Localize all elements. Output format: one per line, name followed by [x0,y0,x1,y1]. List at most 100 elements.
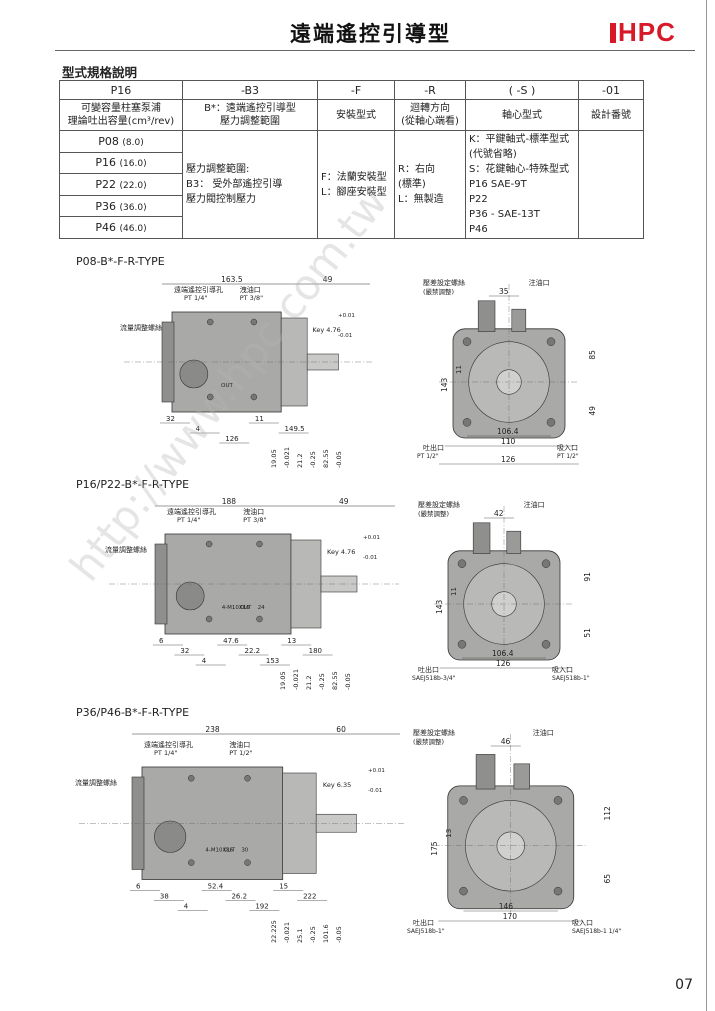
port-label: 洩油口 [240,285,261,294]
dimension-value: 42 [494,509,504,518]
dimension-value: 6 [159,637,164,645]
dimension-value: 163.5 [221,275,243,284]
flange-plate [290,539,322,629]
bolt-head [206,393,214,401]
outlet-label: 吐出口 [418,665,439,674]
dimension-value: 19.05 [270,449,278,468]
fill-port-label: 注油口 [529,278,550,287]
cell-line: (標準) [398,179,426,190]
bolt-head [187,775,195,782]
dimension-value: 52.4 [208,883,224,891]
dimension-value: 46 [501,737,511,746]
inlet-label: SAEJ518b-1 1/4" [572,928,621,935]
dimension-value: 101.6 [322,924,330,943]
dimension-value: -0.021 [283,922,291,943]
diagram-heading: P08-B*-F-R-TYPE [76,255,165,268]
dimension-value: 153 [266,657,279,665]
dimension-value: 126 [501,455,516,464]
tolerance-label: -0.01 [338,333,352,339]
flange-bolt [553,886,563,896]
dimension-value: 15 [279,883,288,891]
dimension-value: 38 [160,893,169,901]
dimension-value: -0.021 [283,447,291,468]
dimension-value: 222 [303,893,316,901]
key-label: Key 4.76 [327,548,355,556]
port-label: 洩油口 [243,507,264,516]
pressure-screw [477,300,496,332]
dimension-value: 65 [603,874,612,884]
key-label: Key 6.35 [323,781,351,789]
cell-line: 迴轉方向 [410,103,450,114]
dimension-value: 49 [323,275,333,284]
size-cell: P46 (46.0) [59,216,183,239]
pressure-screw [475,754,496,790]
adjust-screw-label: 流量調整螺絲 [120,323,162,332]
pressure-screw-label: 壓差設定螺絲 [413,728,455,737]
dimension-value: 106.4 [492,649,514,658]
bolt-head [250,393,258,401]
port-label: PT 3/8" [240,294,263,302]
flange-bolt [462,418,472,427]
outlet-label: 吐出口 [423,443,444,452]
design-no-cell [578,130,644,239]
dimension-value: 85 [588,350,597,360]
dimension-value: -0.021 [292,669,300,690]
cell-line: 壓力閥控制壓力 [186,194,256,205]
outlet-label: SAEJ518b-1" [407,928,445,935]
dimension-value: 143 [435,599,444,614]
dimension-value: 21.2 [296,454,304,468]
cell-line: F：法蘭安裝型 [321,171,387,183]
dimension-value: 143 [440,377,449,392]
body-marking: 4-M10X16 [222,605,250,611]
pressure-screw-label: (嚴禁調整) [423,287,454,296]
dimension-value: -0.25 [318,673,326,690]
section-title: 型式規格說明 [62,65,138,80]
dimension-value: 126 [225,435,239,443]
cell-line: 壓力調整範圍 [220,116,280,127]
dimension-value: 47.6 [223,637,239,645]
dimension-value: -0.05 [335,926,343,943]
cell-line: (從軸心端看) [401,116,459,127]
dimension-value: 149.5 [285,425,305,433]
dimension-value: 82.55 [322,449,330,468]
body-marking: OUT [240,605,252,611]
outlet-label: PT 1/2" [417,453,439,460]
outlet-port [154,820,187,853]
flange-bolt [546,418,556,427]
pressure-screw-label: (嚴禁調整) [413,737,444,746]
pressure-cell: 壓力調整範圍:B3： 受外部遙控引導壓力閥控制壓力 [182,130,318,239]
dimension-value: 170 [503,912,518,921]
cell-line: B*：遠端遙控引導型 [204,103,296,114]
cell-line: R：右向 [398,164,435,175]
code-cell: -R [394,80,466,100]
bolt-head [244,775,251,782]
dimension-value: 112 [603,806,612,821]
fill-port [511,308,527,332]
dimension-value: 51 [583,628,592,638]
pressure-screw [472,522,491,554]
cell-line: P46 [469,224,488,235]
dimension-value: 13 [287,637,296,645]
cell-line: 可變容量柱塞泵浦 [81,103,161,114]
flange-bolt [462,337,472,346]
size-row: P16 (16.0) [59,151,644,175]
port-label: 遠端遙控引導孔 [174,285,223,294]
bolt-head [206,318,214,326]
cell-line: 軸心型式 [502,109,542,121]
fill-port [513,763,530,790]
body-marking: OUT [221,383,233,389]
dimension-value: 238 [205,725,220,734]
size-row: P08 (8.0) 壓力調整範圍:B3： 受外部遙控引導壓力閥控制壓力 F：法蘭… [59,130,644,239]
dimension-value: 19.05 [279,671,287,690]
bolt-head [205,615,213,623]
dimension-value: 35 [499,287,509,296]
tolerance-label: +0.01 [338,313,355,319]
diagram-heading: P36/P46-B*-F-R-TYPE [76,706,190,719]
dimension-value: 60 [336,725,346,734]
cell-line: L：無製造 [398,194,444,205]
dimension-value: 11 [455,365,463,374]
dimension-value: 49 [339,497,349,506]
dimension-value: 25.1 [296,929,304,943]
dimension-value: 175 [430,841,439,856]
